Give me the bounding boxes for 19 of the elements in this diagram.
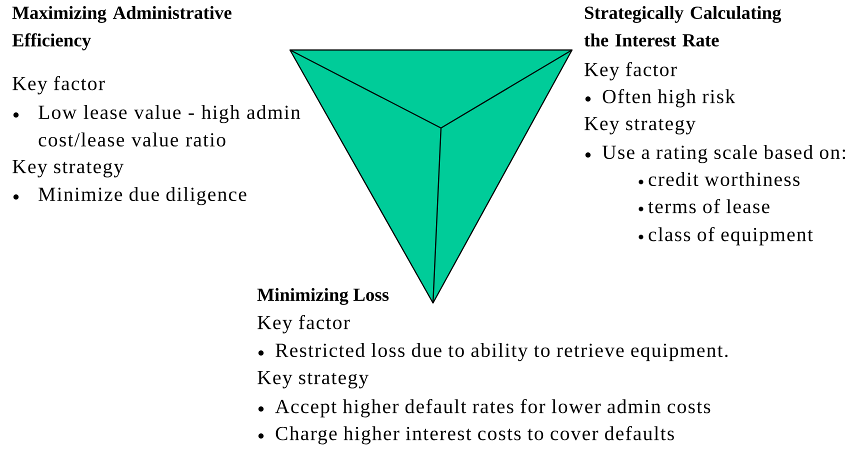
heading: Strategically Calculating the Interest Rate <box>584 6 782 47</box>
bullet-item: Minimize due diligence <box>13 187 246 206</box>
bullet-item: Restricted loss due to ability to retrieve equipment. <box>258 343 728 362</box>
bullet-item: credit worthiness <box>638 172 800 186</box>
label-text: Key factor <box>12 76 105 94</box>
label-text: Key factor <box>258 315 350 334</box>
bullet-item: Charge higher interest costs to cover defaults <box>258 426 674 444</box>
label-text: Key factor <box>584 62 677 80</box>
bullet-item: Low lease value - high admin cost/lease value ratio <box>13 105 300 147</box>
bullet-item: Use a rating scale based on: <box>585 145 846 164</box>
label-text: Key strategy <box>258 371 369 388</box>
label-text: Key strategy <box>584 117 696 134</box>
heading: Minimizing Loss <box>257 288 389 305</box>
label-text: Key strategy <box>12 160 124 178</box>
bullet-item: terms of lease <box>638 199 770 214</box>
bullet-item: class of equipment <box>638 227 813 246</box>
heading: Maximizing Administrative Efficiency <box>12 6 232 50</box>
bullet-item: Often high risk <box>585 89 736 108</box>
bullet-item: Accept higher default rates for lower admin costs <box>258 399 710 418</box>
